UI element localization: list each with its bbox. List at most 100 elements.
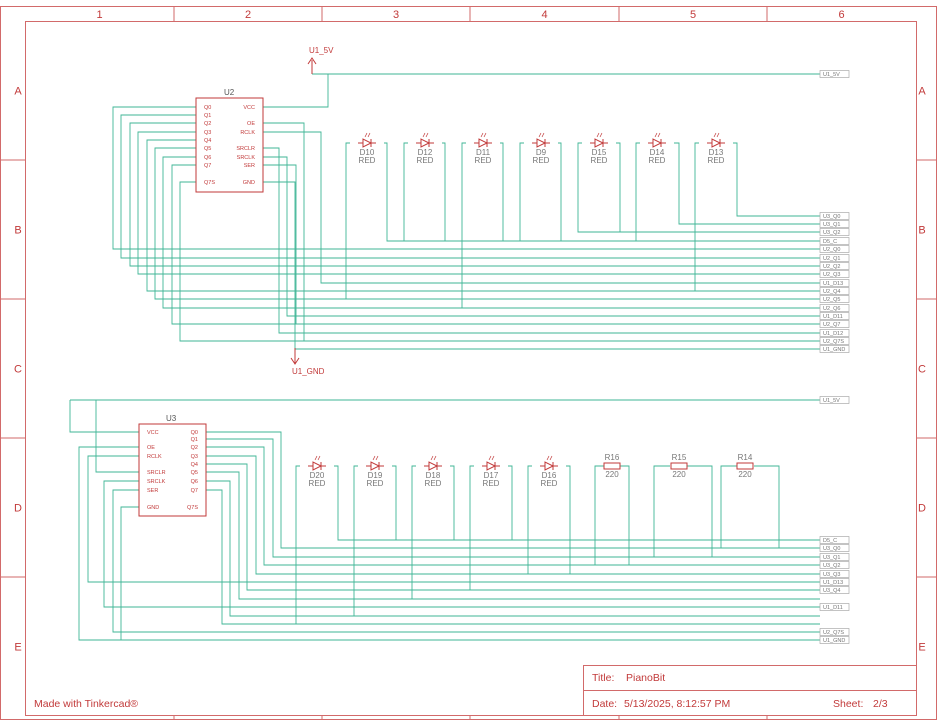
- net-label: U1_D11: [819, 603, 850, 611]
- light-ray: [713, 132, 717, 138]
- light-ray: [541, 132, 545, 138]
- light-ray: [596, 132, 600, 138]
- net-label: U2_Q3: [819, 270, 850, 278]
- net-label-box: [819, 279, 850, 287]
- net-label-text: U2_Q6: [823, 306, 840, 312]
- net-label-text: U1_D13: [823, 580, 843, 586]
- wire: [508, 465, 513, 540]
- net-label: D5_C: [819, 237, 850, 245]
- light-ray: [372, 455, 376, 461]
- wire: [620, 465, 630, 565]
- u2-pin-q3: Q3: [204, 130, 211, 136]
- wire: [754, 465, 780, 548]
- ruler-column-label: 4: [541, 9, 547, 21]
- ruler-row-label: D: [14, 503, 22, 515]
- diode-triangle: [420, 138, 431, 148]
- shift-register-u2: U2 Q0Q1Q2Q3Q4Q5Q6Q7Q7SVCCOERCLKSRCLRSRCL…: [195, 88, 264, 193]
- wire: [263, 156, 820, 317]
- net-label-text: D5_C: [823, 538, 837, 544]
- net-label-text: U3_Q0: [823, 546, 840, 552]
- led-designator: D18: [426, 471, 441, 480]
- u2-pin-q7s: Q7S: [204, 180, 215, 186]
- light-ray: [488, 455, 492, 461]
- wire: [263, 74, 329, 108]
- net-label-box: [819, 603, 850, 611]
- wire: [206, 480, 820, 617]
- diode-triangle: [370, 461, 381, 471]
- net-label: U3_Q1: [819, 220, 850, 228]
- u3-pin-q2: Q2: [191, 445, 198, 451]
- wire: [179, 181, 820, 342]
- led-designator: D14: [650, 148, 665, 157]
- net-label-text: U3_Q1: [823, 555, 840, 561]
- net-label-box: [819, 70, 850, 78]
- sheet-frame: [0, 6, 937, 720]
- net-label-box: [819, 245, 850, 253]
- net-label-text: U3_Q3: [823, 572, 840, 578]
- wire: [87, 455, 820, 583]
- net-label-box: [819, 320, 850, 328]
- net-label-text: U2_Q0: [823, 247, 840, 253]
- led-value: RED: [475, 156, 492, 165]
- wire: [295, 465, 300, 624]
- net-labels: U1_5VU3_Q0U3_Q1U3_Q2D5_CU2_Q0U2_Q1U2_Q2U…: [819, 70, 850, 644]
- shift-register-u3: U3 VCCOERCLKSRCLRSRCLKSERGNDQ0Q1Q2Q3Q4Q5…: [138, 414, 207, 517]
- net-label-box: [819, 586, 850, 594]
- wire: [384, 142, 408, 242]
- net-label-box: [819, 304, 850, 312]
- light-ray: [549, 455, 553, 461]
- net-label: U1_GND: [819, 636, 850, 644]
- light-ray: [430, 455, 434, 461]
- net-label-box: [819, 254, 850, 262]
- net-label: U1_GND: [819, 345, 850, 353]
- wire: [694, 142, 699, 291]
- net-label: U1_D13: [819, 279, 850, 287]
- net-label-text: U1_5V: [823, 72, 840, 78]
- light-ray: [491, 455, 495, 461]
- net-label-text: U1_D11: [823, 605, 843, 611]
- wire: [720, 465, 737, 548]
- net-label: U2_Q6: [819, 304, 850, 312]
- net-label-text: U3_Q0: [823, 214, 840, 220]
- resistor-body: [736, 462, 754, 470]
- wire: [594, 465, 604, 565]
- net-label-text: U2_Q4: [823, 289, 840, 295]
- sheet-label: Sheet:: [833, 698, 863, 710]
- net-label-box: [819, 237, 850, 245]
- light-ray: [367, 132, 371, 138]
- net-label-box: [819, 220, 850, 228]
- led-value: RED: [425, 479, 442, 488]
- wire: [263, 181, 820, 350]
- net-label-box: [819, 228, 850, 236]
- net-label-box: [819, 570, 850, 578]
- wire: [206, 489, 820, 625]
- net-label-text: U1_D13: [823, 281, 843, 287]
- net-label: U1_5V: [819, 396, 850, 404]
- net-label: U3_Q1: [819, 553, 850, 561]
- net-label-text: U2_Q3: [823, 272, 840, 278]
- resistor-body: [670, 462, 688, 470]
- wire: [566, 465, 571, 574]
- diode-triangle: [544, 461, 555, 471]
- wire: [674, 142, 820, 225]
- net-label: U2_Q7S: [819, 337, 850, 345]
- ruler-column-label: 2: [245, 9, 251, 21]
- net-label: U2_Q5: [819, 295, 850, 303]
- net-label-text: U2_Q7S: [823, 630, 844, 636]
- net-label-text: U1_GND: [823, 347, 845, 353]
- net-label-box: [819, 553, 850, 561]
- wire: [733, 142, 820, 217]
- wire: [263, 147, 820, 334]
- u2-pin-q2: Q2: [204, 121, 211, 127]
- led-value: RED: [533, 156, 550, 165]
- wire: [206, 431, 820, 549]
- resistor-body: [603, 462, 621, 470]
